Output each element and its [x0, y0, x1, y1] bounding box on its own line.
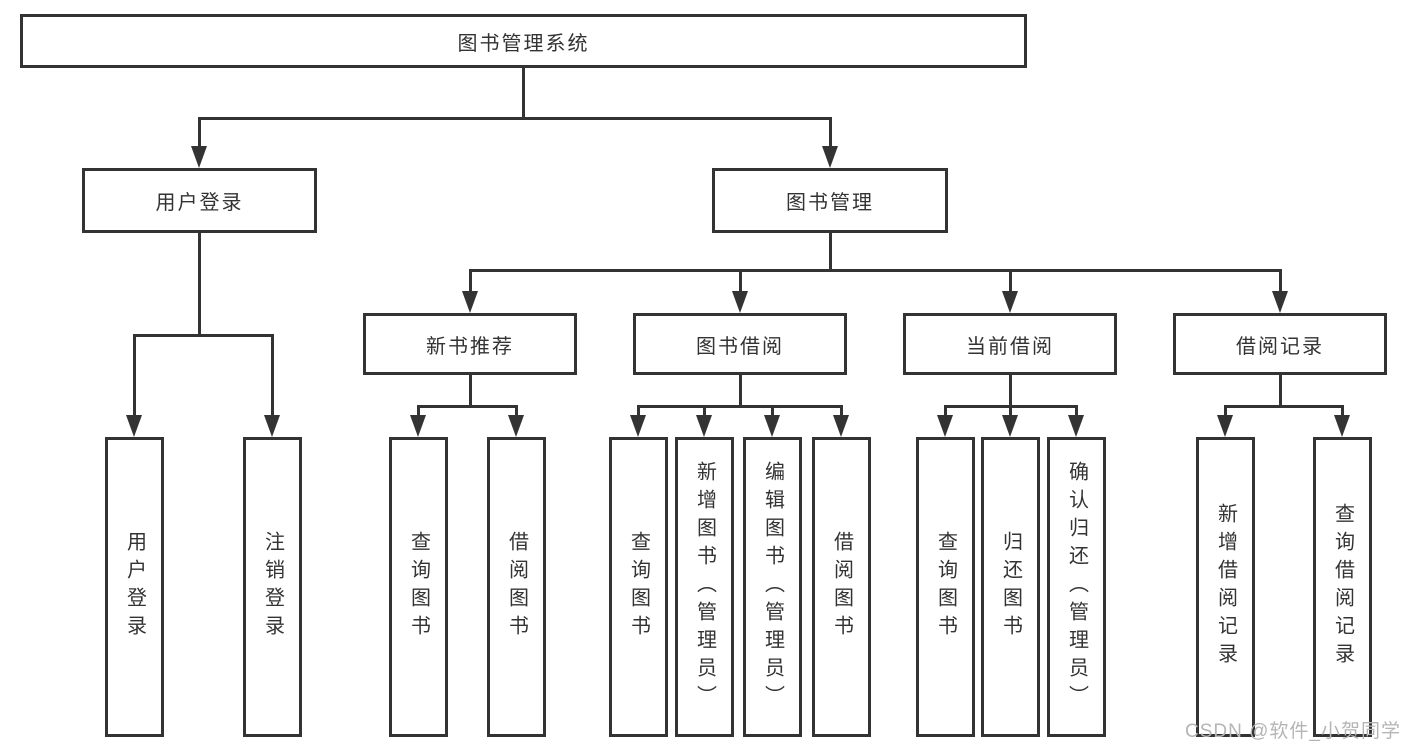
arrow-down-icon [732, 291, 748, 313]
node-label: 查询图书 [934, 531, 957, 643]
connector-line [468, 375, 472, 407]
leaf-user-login: 用户登录 [105, 437, 164, 737]
connector-line [416, 404, 420, 419]
leaf-query-books-borrow: 查询图书 [609, 437, 668, 737]
connector-line [770, 404, 774, 419]
arrow-down-icon [508, 415, 524, 437]
connector-line [738, 375, 742, 407]
node-label: 确认归还（管理员） [1065, 461, 1088, 713]
connector-line [521, 67, 525, 119]
connector-line [1278, 375, 1282, 407]
node-label: 查询借阅记录 [1331, 503, 1354, 671]
node-label: 新增借阅记录 [1214, 503, 1237, 671]
connector-line [514, 404, 518, 419]
leaf-return-book: 归还图书 [981, 437, 1040, 737]
connector-line [943, 404, 947, 419]
node-current-borrow: 当前借阅 [903, 313, 1117, 375]
arrow-down-icon [1068, 415, 1084, 437]
arrow-down-icon [764, 415, 780, 437]
leaf-logout: 注销登录 [243, 437, 302, 737]
connector-line [1278, 268, 1282, 294]
node-label: 归还图书 [999, 531, 1022, 643]
node-label: 当前借阅 [966, 335, 1054, 358]
connector-line [197, 116, 832, 120]
connector-line [468, 268, 472, 294]
arrow-down-icon [696, 415, 712, 437]
connector-line [132, 333, 274, 337]
connector-line [1008, 375, 1012, 407]
connector-line [1223, 404, 1344, 408]
leaf-confirm-return-admin: 确认归还（管理员） [1047, 437, 1106, 737]
connector-line [1223, 404, 1227, 419]
node-library-system: 图书管理系统 [20, 14, 1027, 68]
connector-line [1008, 268, 1012, 294]
connector-line [468, 268, 1282, 272]
leaf-borrow-books: 借阅图书 [812, 437, 871, 737]
leaf-edit-book-admin: 编辑图书（管理员） [743, 437, 802, 737]
node-label: 查询图书 [407, 531, 430, 643]
connector-line [416, 404, 518, 408]
arrow-down-icon [937, 415, 953, 437]
node-label: 借阅记录 [1236, 335, 1324, 358]
node-label: 新书推荐 [426, 335, 514, 358]
arrow-down-icon [822, 146, 838, 168]
connector-line [1074, 404, 1078, 419]
arrow-down-icon [1217, 415, 1233, 437]
node-label: 图书借阅 [696, 335, 784, 358]
leaf-add-book-admin: 新增图书（管理员） [675, 437, 734, 737]
arrow-down-icon [1272, 291, 1288, 313]
node-label: 借阅图书 [505, 531, 528, 643]
node-label: 图书管理系统 [457, 32, 590, 55]
node-new-book-recommend: 新书推荐 [363, 313, 577, 375]
arrow-down-icon [630, 415, 646, 437]
connector-line [270, 333, 274, 418]
node-user-login: 用户登录 [82, 168, 317, 233]
connector-line [636, 404, 640, 419]
connector-line [197, 233, 201, 336]
connector-line [702, 404, 706, 419]
node-label: 新增图书（管理员） [693, 461, 716, 713]
node-label: 编辑图书（管理员） [761, 461, 784, 713]
node-label: 图书管理 [786, 192, 874, 214]
connector-line [828, 233, 832, 271]
arrow-down-icon [126, 415, 142, 437]
arrow-down-icon [264, 415, 280, 437]
node-book-borrow: 图书借阅 [633, 313, 847, 375]
leaf-query-books-current: 查询图书 [916, 437, 975, 737]
connector-line [197, 116, 201, 151]
node-label: 用户登录 [123, 531, 146, 643]
node-label: 借阅图书 [830, 531, 853, 643]
connector-line [738, 268, 742, 294]
connector-line [132, 333, 136, 418]
arrow-down-icon [410, 415, 426, 437]
connector-line [828, 116, 832, 151]
node-label: 注销登录 [261, 531, 284, 643]
arrow-down-icon [1334, 415, 1350, 437]
arrow-down-icon [1002, 415, 1018, 437]
csdn-watermark: CSDN @软件_小贺同学 [1185, 721, 1401, 742]
node-label: 查询图书 [627, 531, 650, 643]
arrow-down-icon [462, 291, 478, 313]
connector-line [839, 404, 843, 419]
node-borrow-records: 借阅记录 [1173, 313, 1387, 375]
connector-line [636, 404, 843, 408]
connector-line [1340, 404, 1344, 419]
node-label: 用户登录 [155, 192, 244, 214]
leaf-borrow-books-recommend: 借阅图书 [487, 437, 546, 737]
leaf-add-borrow-record: 新增借阅记录 [1196, 437, 1255, 737]
arrow-down-icon [1002, 291, 1018, 313]
node-book-management: 图书管理 [712, 168, 948, 233]
leaf-query-books-recommend: 查询图书 [389, 437, 448, 737]
connector-line [1008, 404, 1012, 419]
arrow-down-icon [191, 146, 207, 168]
leaf-query-borrow-record: 查询借阅记录 [1313, 437, 1372, 737]
arrow-down-icon [833, 415, 849, 437]
